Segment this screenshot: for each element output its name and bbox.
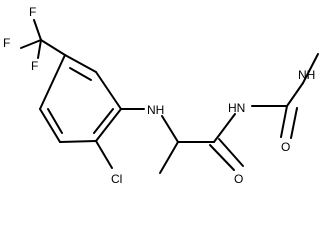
atom-label-f-left: F	[3, 36, 10, 50]
atom-label-methyl-nh: NH	[298, 68, 315, 82]
atom-label-amine-nh: NH	[147, 103, 164, 117]
chemical-structure: F F F NH Cl HN NH O O	[3, 5, 319, 186]
atom-label-urea-oxygen: O	[281, 140, 290, 154]
atom-label-imide-nh: HN	[228, 101, 245, 115]
trifluoromethyl-bonds	[20, 19, 66, 59]
atom-label-amide-oxygen: O	[234, 172, 243, 186]
atom-label-f-top: F	[29, 5, 36, 19]
substituent-bonds	[95, 53, 319, 174]
atom-label-f-bottom: F	[31, 59, 38, 73]
benzene-ring	[39, 54, 122, 143]
atom-label-chlorine: Cl	[111, 172, 122, 186]
